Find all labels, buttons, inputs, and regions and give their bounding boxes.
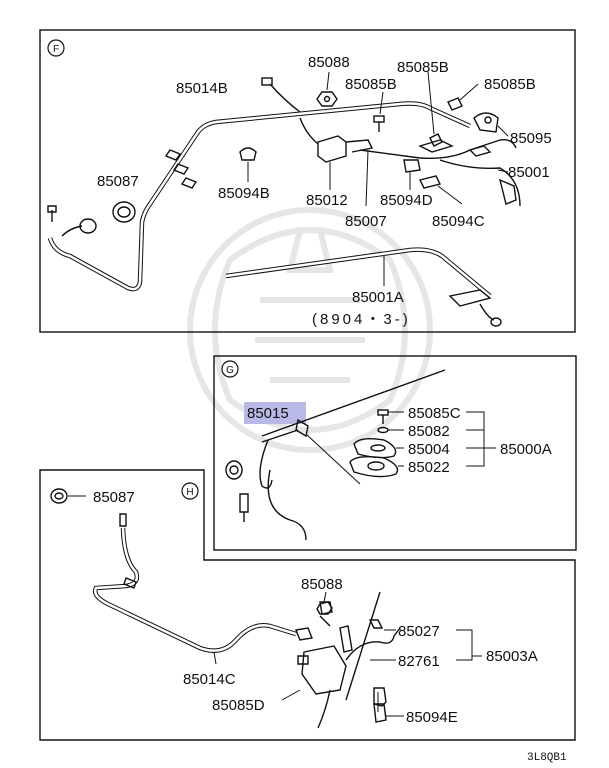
label-85027: 85027 [398, 623, 440, 640]
svg-text:G: G [226, 365, 234, 376]
label-85095: 85095 [510, 130, 552, 147]
label-85088-h: 85088 [301, 576, 343, 593]
label-85001a: 85001A [352, 289, 404, 306]
label-85022: 85022 [408, 459, 450, 476]
label-85088-f: 85088 [308, 54, 350, 71]
label-85014b: 85014B [176, 80, 228, 97]
section-f-marker: F [47, 39, 65, 57]
watermark-emblem [187, 207, 433, 453]
antenna-cable-85014c [93, 513, 297, 665]
label-85094c: 85094C [432, 213, 485, 230]
bolt-85085b-2 [427, 71, 443, 147]
bolt-85085b-1 [373, 91, 385, 132]
wire-85001a [225, 247, 502, 327]
clamp-85094d [403, 159, 421, 190]
label-85085b-2: 85085B [345, 76, 397, 93]
roof-antenna-85015 [239, 369, 446, 541]
svg-text:F: F [53, 44, 59, 55]
label-85085c: 85085C [408, 405, 461, 422]
section-h-marker: H [181, 482, 199, 500]
label-85094e: 85094E [406, 709, 458, 726]
bolt-85085b-3 [447, 83, 479, 111]
leader-lines-g [388, 411, 496, 467]
grommet-g [225, 460, 243, 480]
diagram-code: 3L8QB1 [527, 752, 567, 764]
grommet-85087-f [112, 201, 136, 223]
gasket-85022 [349, 455, 399, 478]
grommet-85087-h [50, 488, 86, 504]
label-85085d: 85085D [212, 697, 265, 714]
power-antenna-85003a [295, 591, 401, 729]
label-85094b: 85094B [218, 185, 270, 202]
section-f-frame [39, 29, 576, 333]
label-85085b-3: 85085B [484, 76, 536, 93]
bracket-85095 [473, 112, 509, 137]
label-85003a: 85003A [486, 648, 538, 665]
nut-85088-h [316, 591, 333, 615]
label-85012: 85012 [306, 192, 348, 209]
section-g-marker: G [221, 360, 239, 378]
label-85015: 85015 [247, 405, 289, 422]
bracket-85094e [373, 703, 404, 723]
label-85001: 85001 [508, 164, 550, 181]
section-h-frame [39, 469, 576, 741]
label-85082: 85082 [408, 423, 450, 440]
clamp-85094c [418, 175, 463, 205]
label-85085b-1: 85085B [397, 59, 449, 76]
highlight-85015 [244, 402, 306, 424]
label-85014c: 85014C [183, 671, 236, 688]
leader-lines-h [281, 629, 482, 701]
nut-85088-f [316, 71, 338, 107]
amplifier-85012 [299, 117, 374, 190]
label-85007: 85007 [345, 213, 387, 230]
harness-85001 [359, 138, 521, 207]
label-85094d: 85094D [380, 192, 433, 209]
label-85000a: 85000A [500, 441, 552, 458]
label-85087-f: 85087 [97, 173, 139, 190]
section-g-frame [213, 355, 577, 551]
label-85004: 85004 [408, 441, 450, 458]
date-note: (8904・3-) [312, 311, 411, 328]
clamp-85094b [239, 147, 257, 182]
label-85087-h: 85087 [93, 489, 135, 506]
svg-text:H: H [186, 487, 193, 498]
label-82761: 82761 [398, 653, 440, 670]
antenna-cable-85014b [47, 77, 471, 292]
